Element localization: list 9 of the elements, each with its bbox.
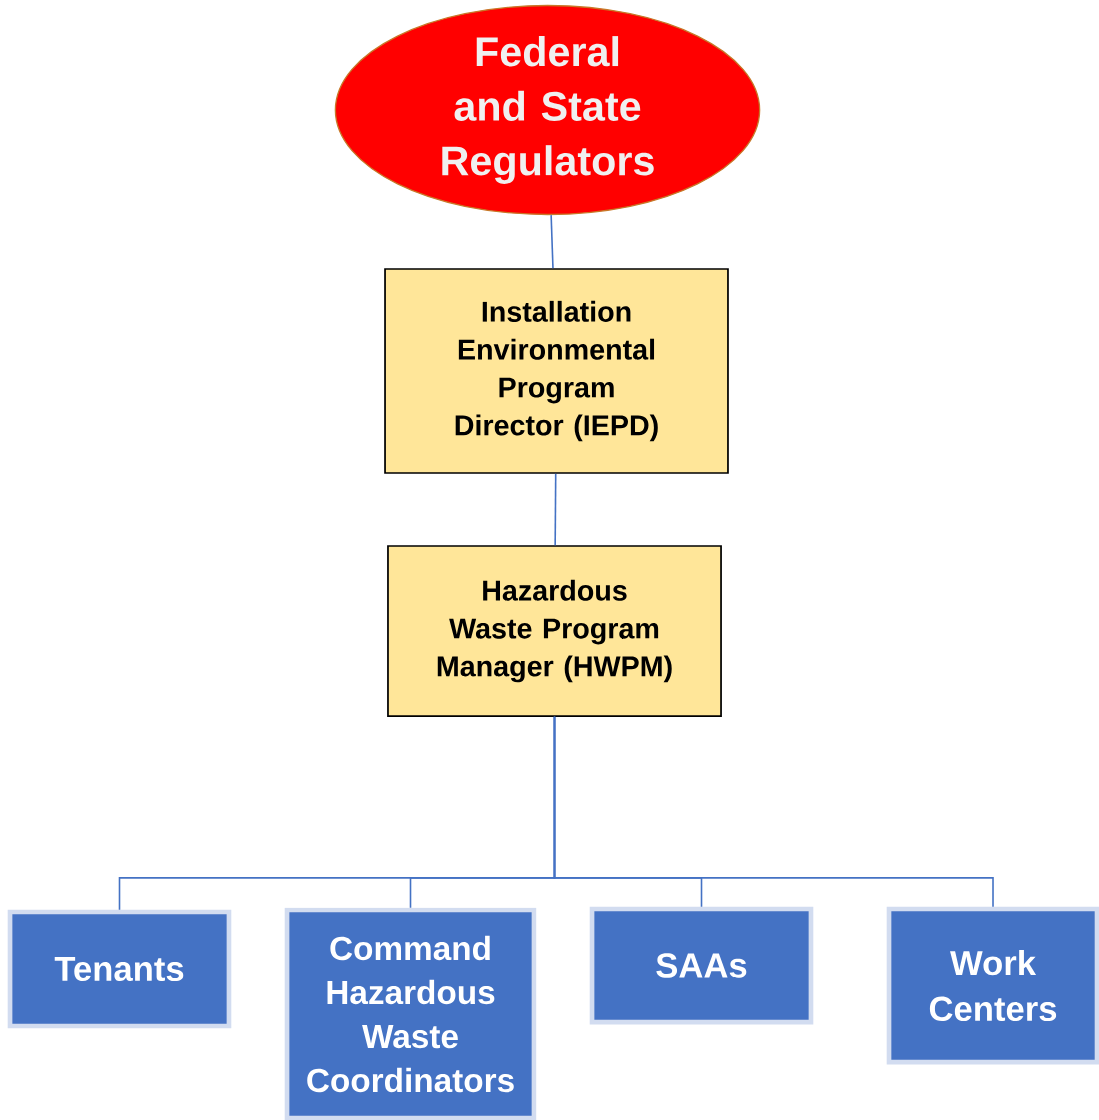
- unit-box: Work Centers: [886, 906, 1099, 1065]
- connector-line: [553, 716, 994, 908]
- role-box: Hazardous Waste Program Manager (HWPM): [387, 545, 722, 717]
- connector-line: [554, 473, 557, 546]
- connector-line: [550, 214, 554, 269]
- unit-box: SAAs: [589, 906, 814, 1025]
- role-box: Installation Environmental Program Director (IEPD): [384, 268, 729, 474]
- unit-box: Command Hazardous Waste Coordinators: [284, 907, 537, 1120]
- unit-box: Tenants: [7, 909, 232, 1029]
